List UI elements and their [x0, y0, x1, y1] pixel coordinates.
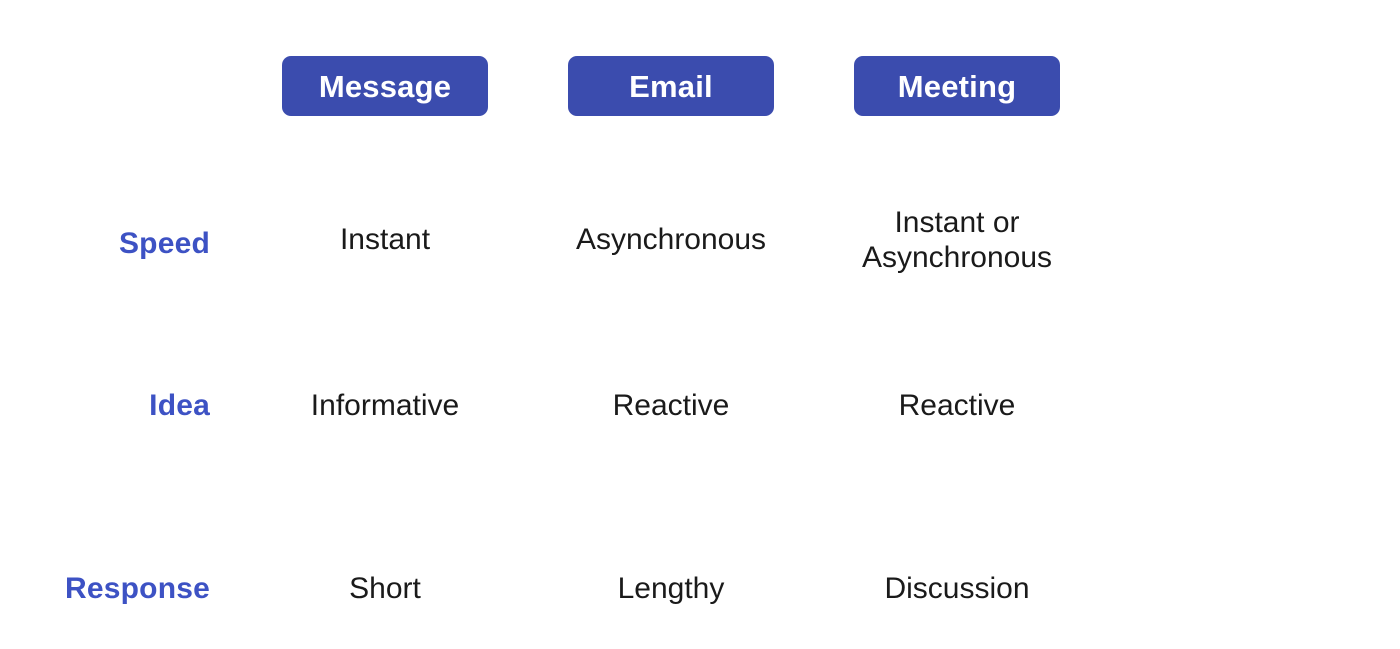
- row-label-speed: Speed: [118, 227, 210, 260]
- channel-button-message[interactable]: Message: [282, 56, 488, 116]
- column-header-email: Email: [528, 56, 814, 116]
- column-header-meeting: Meeting: [814, 56, 1100, 116]
- column-header-message: Message: [242, 56, 528, 116]
- cell-response-message: Short: [349, 571, 421, 605]
- cell-speed-message: Instant: [339, 223, 431, 257]
- cell-idea-email: Reactive: [612, 389, 730, 423]
- cell-response-email: Lengthy: [617, 571, 725, 605]
- channel-button-email[interactable]: Email: [568, 56, 774, 116]
- row-label-idea: Idea: [149, 389, 210, 422]
- cell-idea-message: Informative: [310, 389, 460, 423]
- cell-response-meeting: Discussion: [884, 571, 1030, 605]
- channel-button-meeting[interactable]: Meeting: [854, 56, 1060, 116]
- cell-idea-meeting: Reactive: [898, 389, 1016, 423]
- cell-speed-email: Asynchronous: [575, 223, 767, 257]
- row-label-response: Response: [65, 571, 210, 605]
- cell-speed-meeting: Instant or Asynchronous: [861, 205, 1053, 274]
